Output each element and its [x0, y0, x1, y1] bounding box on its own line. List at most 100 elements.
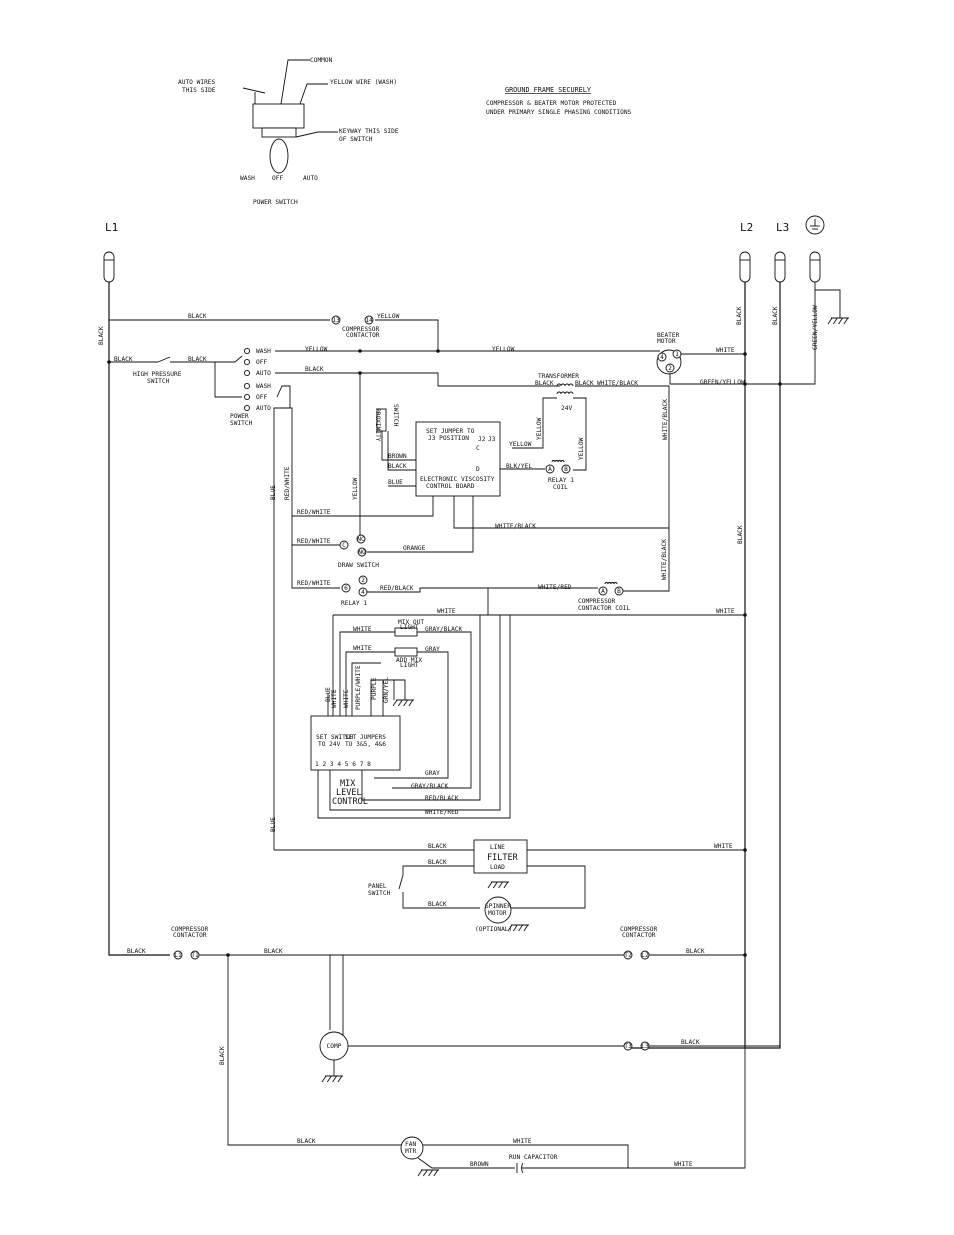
hp-label: SWITCH [147, 378, 170, 385]
switch-contact [243, 369, 251, 377]
junction-dot [743, 352, 747, 356]
l1-bus [108, 282, 170, 956]
ground-hatch [332, 1075, 337, 1083]
wire-label: ORANGE [403, 545, 426, 552]
ground-hatch [832, 317, 838, 325]
wire-label: WHITE [716, 347, 735, 354]
wire-label: WHITE/BLACK [661, 539, 668, 580]
wire-label: GRAY/BLACK [411, 783, 449, 790]
wire-label: BLK/YEL [506, 463, 532, 470]
wire-label: GREEN/YELLOW [700, 379, 745, 386]
terminal-circle [640, 950, 650, 960]
red-black-relay [367, 587, 598, 593]
wire-label: YELLOW [578, 437, 585, 460]
terminal-label: 4 [660, 354, 664, 361]
filter-label: FILTER [487, 853, 519, 863]
switch-contact [243, 404, 251, 412]
contactor-label: COMPRESSOR [342, 326, 380, 333]
wire-label: YELLOW [492, 346, 515, 353]
pin-label: C [476, 445, 480, 452]
yellow-lead [299, 83, 328, 105]
wire-label: BLACK [681, 1039, 700, 1046]
l2-label: L2 [740, 221, 753, 234]
fan-label: MTR [405, 1148, 416, 1155]
red-white-board [292, 496, 434, 517]
terminal-label: B [617, 588, 621, 595]
white-fan-wire [423, 1048, 746, 1169]
spinner-label: SPINNER [485, 903, 511, 910]
board-label: ELECTRONIC VISCOSITY [420, 476, 495, 483]
ground-lead [815, 289, 841, 318]
wire-label: WHITE [331, 689, 338, 708]
mix-level-label: CONTROL [332, 797, 368, 807]
wire-label: YELLOW [352, 477, 359, 500]
wire-label: BLACK [772, 306, 779, 325]
wire-label: GRN/YEL [383, 677, 390, 703]
beater-label: BEATER [657, 332, 680, 339]
purple-lead [370, 679, 395, 716]
power-switch-title: POWER SWITCH [253, 199, 298, 206]
l1-label: L1 [105, 221, 118, 234]
l3-label: L3 [776, 221, 789, 234]
terminal-label: T3 [624, 1043, 632, 1050]
beater-label: MOTOR [657, 338, 676, 345]
switch-position-label: OFF [256, 394, 267, 401]
jumper-pin-label: J2 [478, 436, 486, 443]
wire-label: BLUE [270, 485, 277, 500]
wire-label: BLACK [575, 380, 594, 387]
terminal-label: A [601, 588, 605, 595]
ground-hatch [843, 317, 849, 325]
pin-label: D [476, 466, 480, 473]
voltage-label: 24V [561, 405, 572, 412]
wire-label: YELLOW [509, 441, 532, 448]
proximity-label: PROXIMITY [374, 408, 381, 442]
switch-bushing [261, 127, 297, 138]
yellow-wire-label: YELLOW WIRE (WASH) [330, 79, 397, 86]
brown-cap-wire [417, 1157, 515, 1169]
line-filter-icon [473, 839, 528, 874]
grn-yel-lead [382, 679, 406, 716]
wire-label: WHITE/RED [538, 584, 572, 591]
ground-hatch [838, 317, 843, 325]
l2-terminal-icon [739, 251, 751, 283]
terminal-circle [657, 352, 667, 362]
terminal-label: A [548, 466, 552, 473]
proximity-switch-icon [376, 408, 387, 432]
wire-label: WHITE [674, 1161, 693, 1168]
ground-hatch [507, 924, 513, 932]
terminal-circle [190, 950, 200, 960]
terminal-label: L1 [174, 952, 182, 959]
brown-prox-wire [381, 431, 416, 461]
ground-terminal-icon [809, 251, 821, 283]
relay-coil-icon [551, 460, 565, 463]
panel-switch-label: PANEL [368, 883, 387, 890]
auto-wires-label: THIS SIDE [182, 87, 216, 94]
wire-label: BLACK [535, 380, 554, 387]
common-label: COMMON [310, 57, 333, 64]
position-wash-label: WASH [240, 175, 255, 182]
terminal-circle [672, 349, 682, 359]
panel-switch-icon [398, 874, 404, 890]
power-switch-label: SWITCH [230, 420, 253, 427]
filter-label: LOAD [490, 864, 505, 871]
terminal-label: NC [357, 536, 365, 543]
terminal-label: L3 [641, 1043, 649, 1050]
fan-motor-icon [400, 1136, 424, 1160]
contactor-coil-label: COMPRESSOR [578, 598, 616, 605]
add-mix-light-icon [394, 647, 418, 657]
wire-label: WHITE/RED [425, 809, 459, 816]
relay-coil-label: RELAY 1 [548, 477, 574, 484]
green-yellow-beater [669, 372, 700, 385]
white-black-board [453, 496, 470, 529]
wire-label: BLACK [264, 948, 283, 955]
terminal-label: T2 [624, 952, 632, 959]
wire-label: BROWN [388, 453, 407, 460]
mix-board-label: TO 3&5, 4&6 [345, 741, 386, 748]
common-lead [280, 59, 310, 105]
black-prox-wire [387, 431, 416, 471]
junction-dot [358, 371, 362, 375]
wire-label: BLACK [188, 356, 207, 363]
wire-label: WHITE/BLACK [597, 380, 638, 387]
white-mixout-lead [339, 631, 395, 716]
